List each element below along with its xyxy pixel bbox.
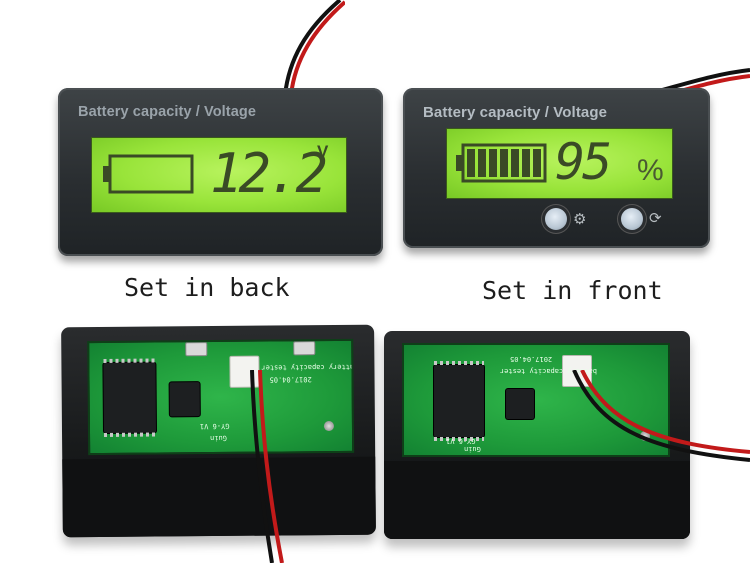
battery-empty-icon <box>103 154 194 194</box>
microcontroller-chip <box>434 365 484 437</box>
caption-set-in-front: Set in front <box>482 276 663 305</box>
settings-button[interactable] <box>545 208 567 230</box>
meter-right-lcd: 95 % <box>446 128 673 199</box>
housing-back-left: GY-6 V1 battery capacity tester 2017.04.… <box>61 324 376 538</box>
meter-right: Battery capacity / Voltage 95 % ⚙ <box>403 88 710 248</box>
driver-chip <box>506 389 534 419</box>
caption-set-in-back: Set in back <box>124 273 290 302</box>
meter-right-title: Battery capacity / Voltage <box>423 104 608 121</box>
voltage-reading: 12.2 <box>210 142 328 205</box>
pcb-right-brand: Guin <box>464 445 481 453</box>
screw <box>323 420 335 432</box>
tactile-switch-left <box>185 342 208 357</box>
back-left-wires <box>250 370 284 563</box>
driver-chip <box>169 382 200 417</box>
gear-icon: ⚙ <box>573 211 587 228</box>
voltage-unit: V <box>317 142 329 161</box>
pcb-right-date: 2017.04.05 <box>510 355 553 363</box>
meter-left-title: Battery capacity / Voltage <box>78 104 257 120</box>
battery-full-icon <box>456 143 547 183</box>
screw <box>640 431 650 441</box>
pcb-right-model: GY-6 V1 <box>446 437 476 445</box>
capacity-reading: 95 <box>555 133 612 191</box>
refresh-icon: ⟳ <box>649 210 662 227</box>
pcb-left-brand: Guin <box>210 433 227 443</box>
meter-left: Battery capacity / Voltage 12.2 V <box>58 88 383 256</box>
capacity-unit: % <box>637 154 664 187</box>
meter-left-lcd: 12.2 V <box>91 137 347 213</box>
microcontroller-chip <box>103 362 157 433</box>
housing-back-right: GY-6 V1 battery capacity tester 2017.04.… <box>384 331 690 539</box>
back-right-wires <box>572 370 750 462</box>
pcb-left: GY-6 V1 battery capacity tester 2017.04.… <box>87 338 355 456</box>
tactile-switch-right <box>293 341 316 356</box>
pcb-right: GY-6 V1 battery capacity tester 2017.04.… <box>402 343 670 457</box>
meter-left-wires <box>283 0 345 96</box>
mode-button[interactable] <box>621 208 643 230</box>
pcb-left-model: GY-6 V1 <box>199 421 230 431</box>
